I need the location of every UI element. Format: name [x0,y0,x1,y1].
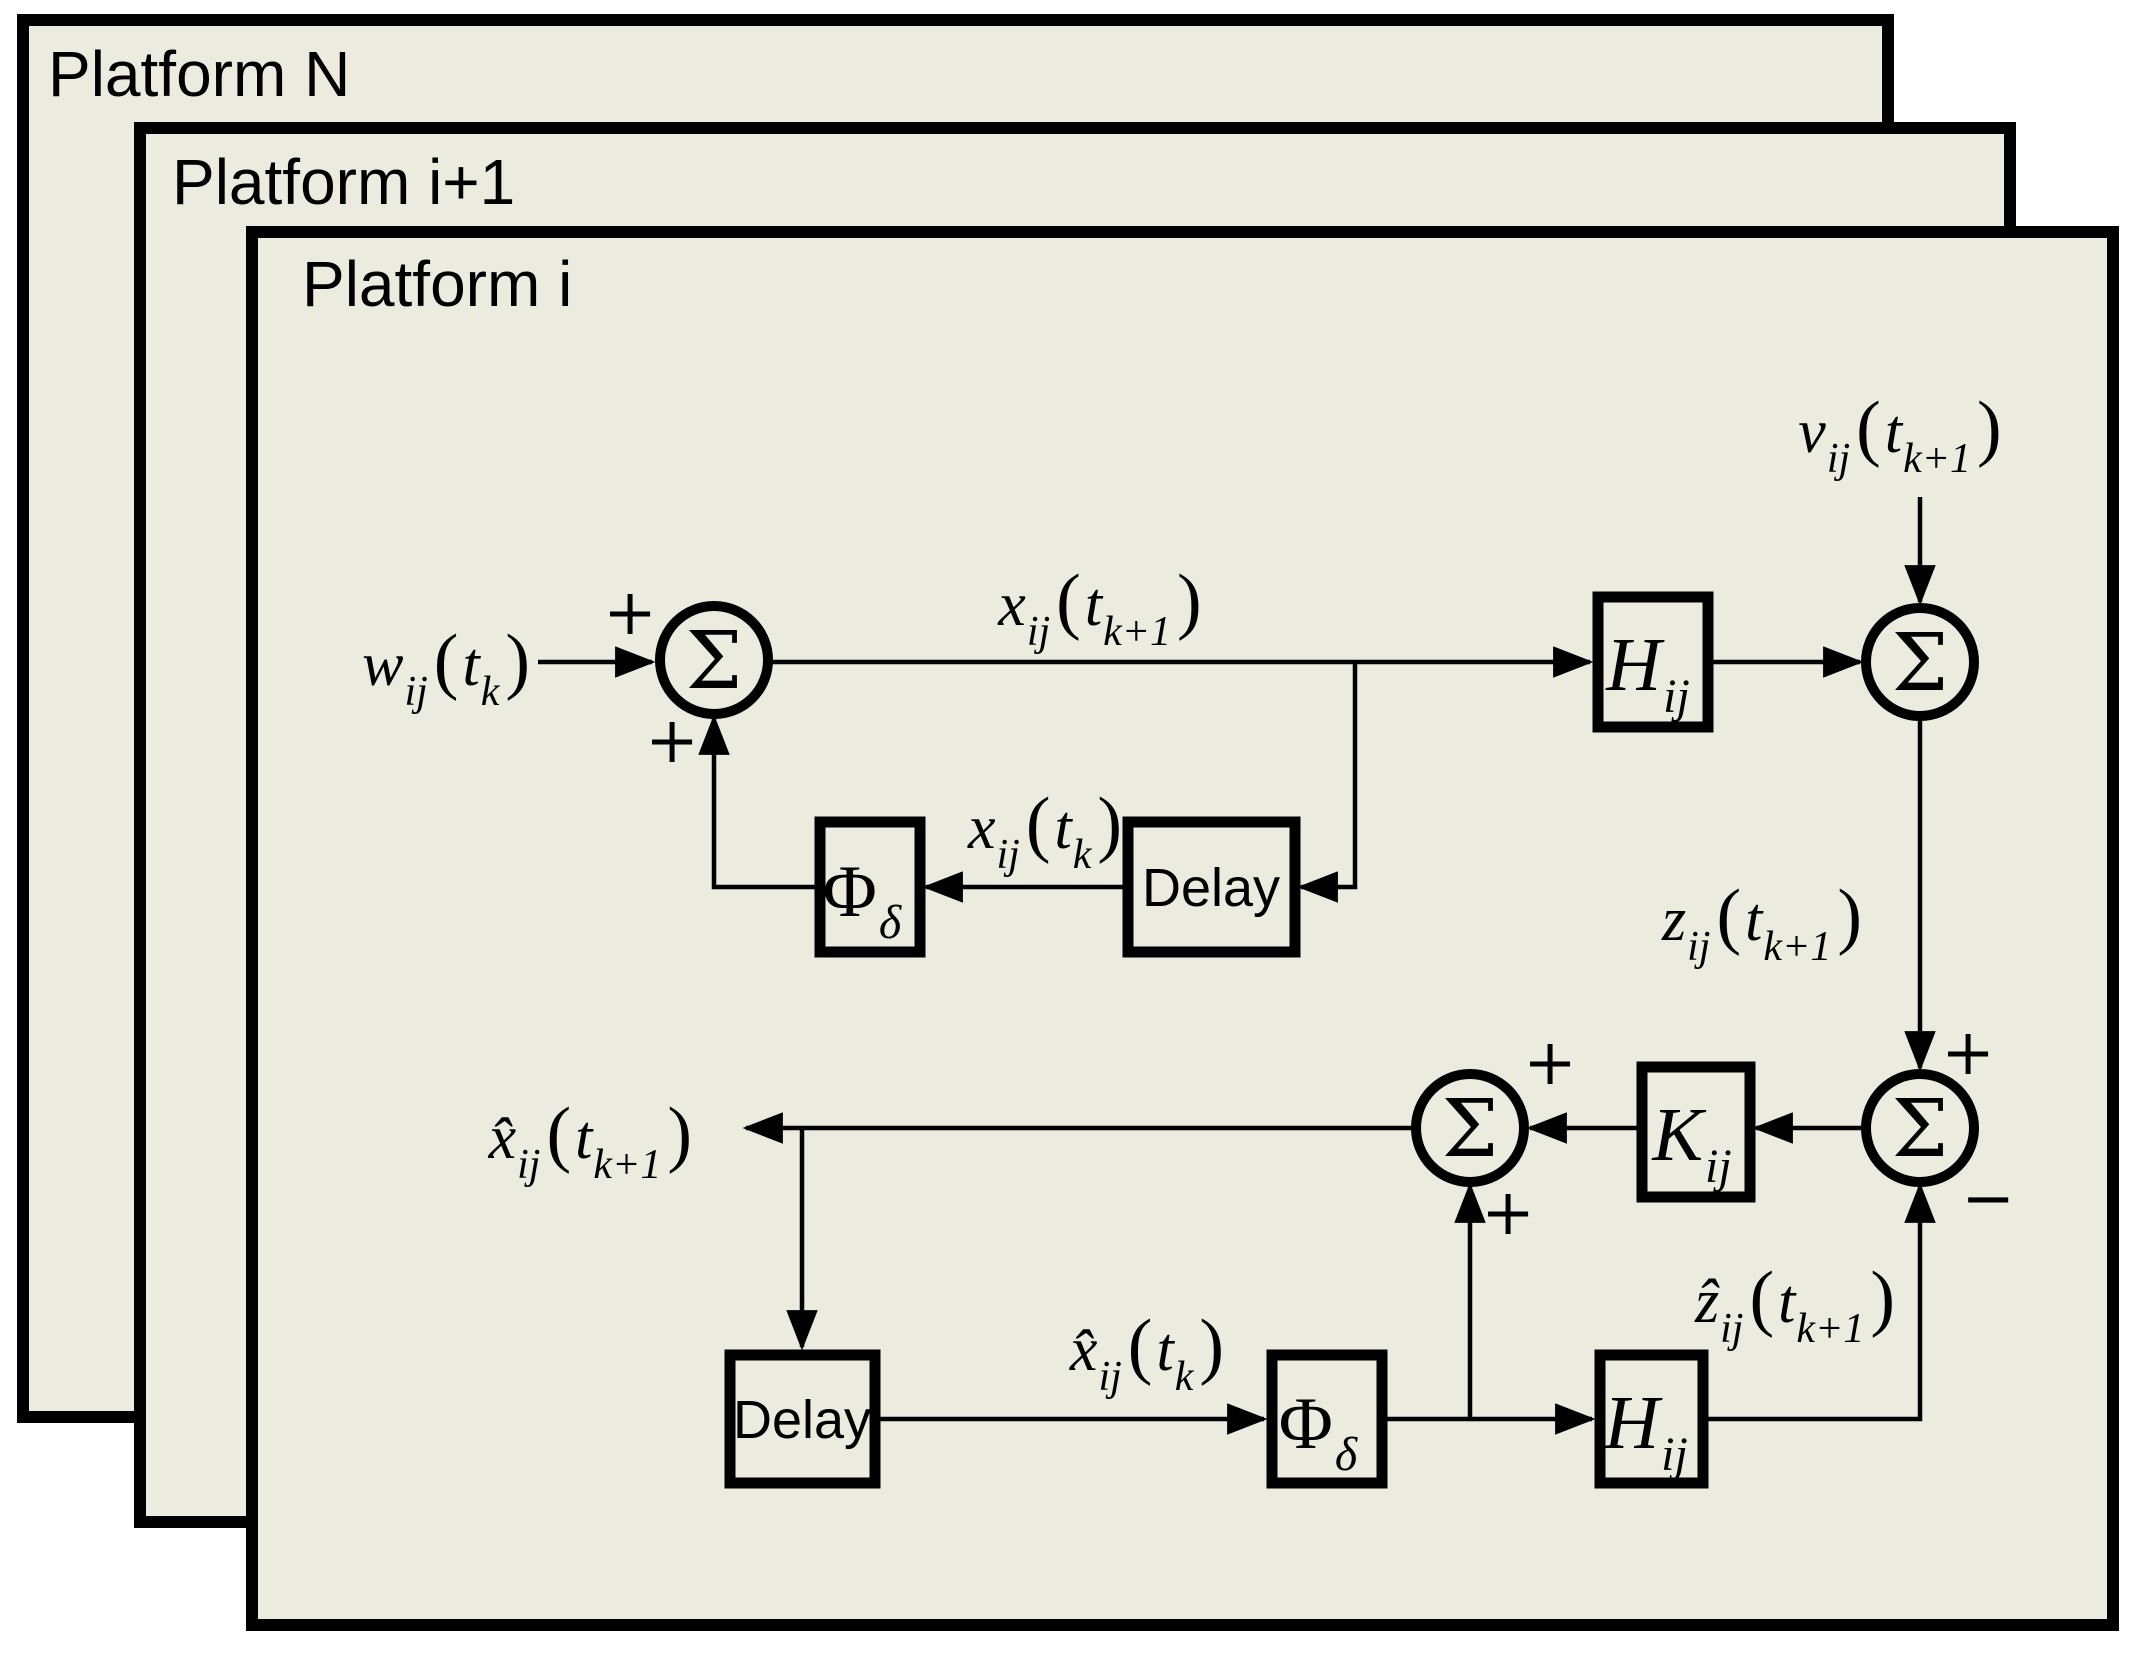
signal-xhat-prev-label: x̂ij(tk) [1069,1305,1224,1400]
sum-junction-2-sigma: Σ [1892,616,1949,709]
sum-junction-4-circle [1411,1069,1529,1187]
block-h-1: Hij [1592,591,1714,733]
block-h-1-label: Hij [1605,623,1690,723]
sum-signs: + + + − + + [603,576,2015,1250]
block-h-2-rect [1594,1349,1709,1489]
sign-sum4-bottom: + [1481,1176,1535,1250]
signal-z-label: zij(tk+1) [1661,875,1862,970]
sum-junction-2-circle [1861,603,1979,721]
block-delay-1: Delay [1122,816,1301,958]
block-phi-1: Φδ [814,816,926,958]
sign-sum3-bottom: − [1961,1162,2015,1236]
sign-sum1-bottom: + [645,704,699,778]
wire-phi1-to-sum1 [698,714,820,890]
signal-x-prev-label: xij(tk) [967,783,1122,878]
wire-h2-to-sum3 [1703,1182,1936,1422]
sum-junction-1-circle [655,601,773,719]
block-h-2-label: Hij [1603,1381,1688,1481]
sign-sum1-top: + [603,576,657,650]
signal-x-next-label: xij(tk+1) [997,560,1201,655]
platform-i1-title: Platform i+1 [172,146,515,218]
signal-v-label: vij(tk+1) [1798,387,2001,482]
signal-zhat-label: ẑij(tk+1) [1694,1257,1895,1352]
signal-w-label: wij(tk) [362,620,530,715]
block-delay-2-rect [724,1349,881,1489]
wires [538,497,1936,1435]
block-phi-2: Φδ [1266,1349,1388,1489]
sum-junction-3: Σ [1861,1069,1979,1187]
block-phi-2-rect [1266,1349,1388,1489]
block-phi-1-label: Φδ [823,851,902,949]
sum-junction-4-sigma: Σ [1442,1082,1499,1175]
sign-sum3-top: + [1941,1016,1995,1090]
block-delay-2: Delay [724,1349,881,1489]
block-delay-1-label: Delay [1142,858,1280,918]
sum-junction-2: Σ [1861,603,1979,721]
sum-junction-4: Σ [1411,1069,1529,1187]
block-delay-1-rect [1122,816,1301,958]
signal-xhat-out-label: x̂ij(tk+1) [488,1093,692,1188]
sum-junction-3-circle [1861,1069,1979,1187]
block-phi-1-rect [814,816,926,958]
sum-junction-3-sigma: Σ [1892,1082,1949,1175]
block-k-rect [1636,1061,1756,1203]
block-k-label: Kij [1651,1093,1731,1193]
platform-i-title: Platform i [302,248,572,320]
block-phi-2-label: Φδ [1279,1383,1358,1481]
sign-sum4-top: + [1523,1026,1577,1100]
block-delay-2-label: Delay [733,1390,871,1450]
block-k: Kij [1636,1061,1756,1203]
wire-branch-to-delay1 [1297,662,1358,903]
platform-n-title: Platform N [48,38,350,110]
block-h-2: Hij [1594,1349,1709,1489]
signal-labels: wij(tk) xij(tk+1) xij(tk) vij(tk+1) zij(… [362,387,2002,1400]
sum-junction-1: Σ [655,601,773,719]
block-h-1-rect [1592,591,1714,733]
sum-junction-1-sigma: Σ [686,614,743,707]
